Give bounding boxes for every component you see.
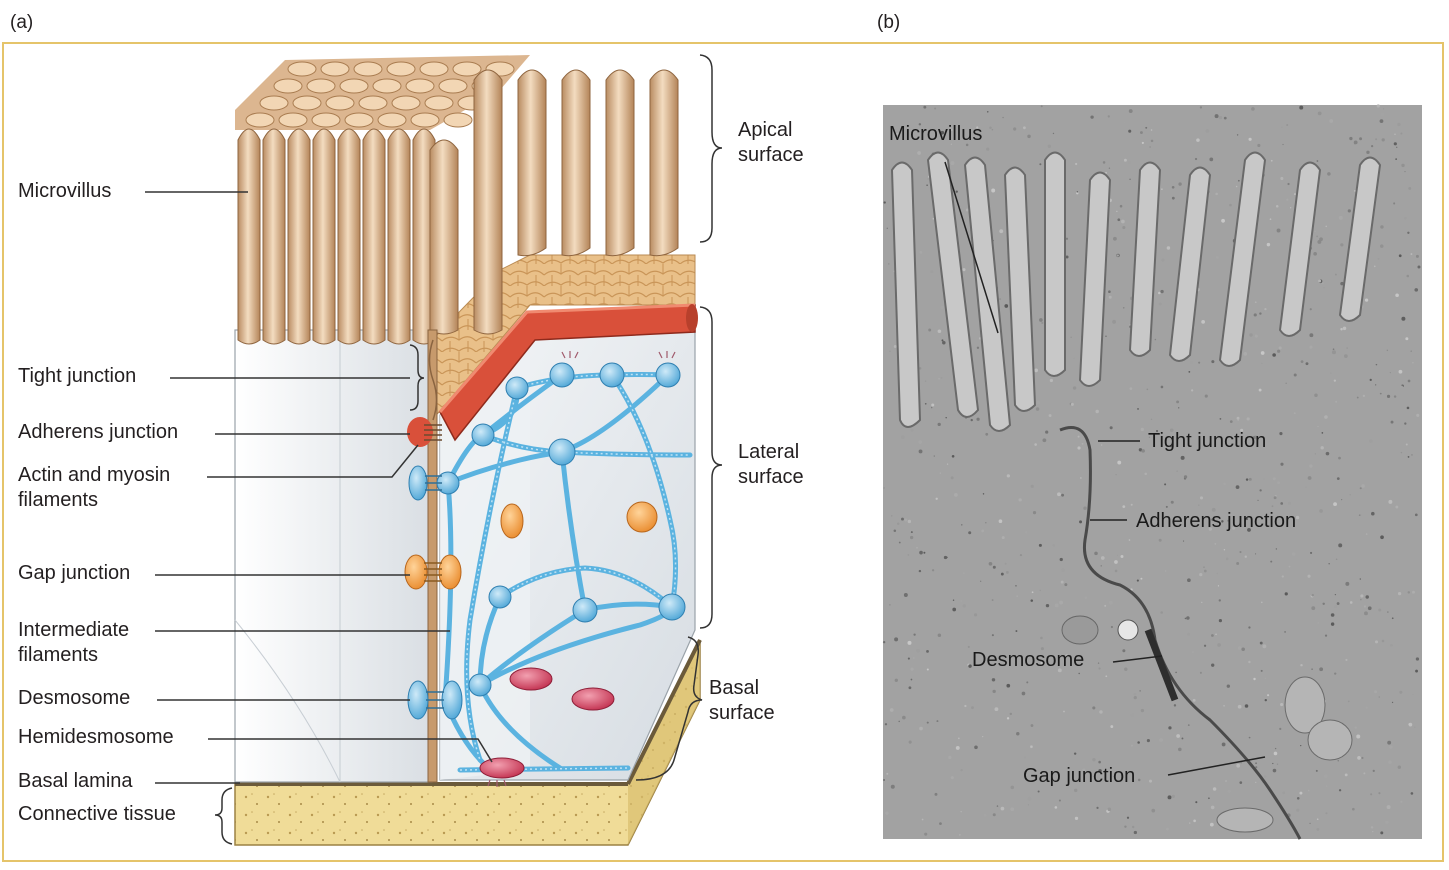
em-label-gap-junction: Gap junction bbox=[1023, 765, 1136, 787]
adherens-junction-patch bbox=[407, 417, 433, 447]
em-label-adherens-junction: Adherens junction bbox=[1136, 510, 1297, 532]
label-actin-myosin-line1: Actin and myosin bbox=[18, 464, 171, 486]
label-gap-junction: Gap junction bbox=[18, 562, 131, 584]
label-lateral-line1: Lateral bbox=[738, 441, 800, 463]
hemidesmosome-face-1 bbox=[509, 667, 553, 691]
gap-junction-shape bbox=[404, 554, 462, 590]
connective-tissue-block bbox=[234, 639, 702, 846]
hemidesmosome bbox=[479, 757, 525, 779]
label-basal-lamina: Basal lamina bbox=[18, 770, 133, 792]
label-lateral-line2: surface bbox=[738, 466, 804, 488]
front-cell bbox=[234, 329, 433, 783]
em-label-desmosome: Desmosome bbox=[972, 649, 1085, 671]
membrane-desmosomes bbox=[407, 465, 463, 720]
panel-b-letter: (b) bbox=[877, 12, 901, 33]
label-apical-line1: Apical bbox=[738, 119, 793, 141]
label-intermediate-line2: filaments bbox=[18, 644, 99, 666]
label-connective-tissue: Connective tissue bbox=[18, 803, 176, 825]
label-adherens-junction: Adherens junction bbox=[18, 421, 179, 443]
lateral-membrane bbox=[427, 329, 438, 783]
label-basal-line2: surface bbox=[709, 702, 775, 724]
panel-a-letter: (a) bbox=[10, 12, 34, 33]
label-actin-myosin-line2: filaments bbox=[18, 489, 99, 511]
label-intermediate-line1: Intermediate bbox=[18, 619, 130, 641]
filament-plaques bbox=[436, 362, 686, 697]
leader-lines-a bbox=[145, 191, 493, 845]
label-basal-line1: Basal bbox=[709, 677, 760, 699]
em-label-microvillus: Microvillus bbox=[889, 123, 983, 145]
label-desmosome: Desmosome bbox=[18, 687, 131, 709]
hemidesmosome-face-2 bbox=[571, 687, 615, 711]
surface-braces bbox=[635, 54, 723, 781]
contractile-ring bbox=[438, 303, 698, 442]
label-microvillus: Microvillus bbox=[18, 180, 112, 202]
label-hemidesmosome: Hemidesmosome bbox=[18, 726, 174, 748]
gap-junction-face-1 bbox=[500, 503, 524, 539]
microvilli-bundle bbox=[235, 55, 679, 345]
em-label-tight-junction: Tight junction bbox=[1148, 430, 1267, 452]
electron-micrograph bbox=[882, 104, 1422, 840]
label-apical-line2: surface bbox=[738, 144, 804, 166]
label-tight-junction: Tight junction bbox=[18, 365, 137, 387]
gap-junction-face-2 bbox=[626, 501, 658, 533]
figure-frame bbox=[2, 42, 1444, 862]
